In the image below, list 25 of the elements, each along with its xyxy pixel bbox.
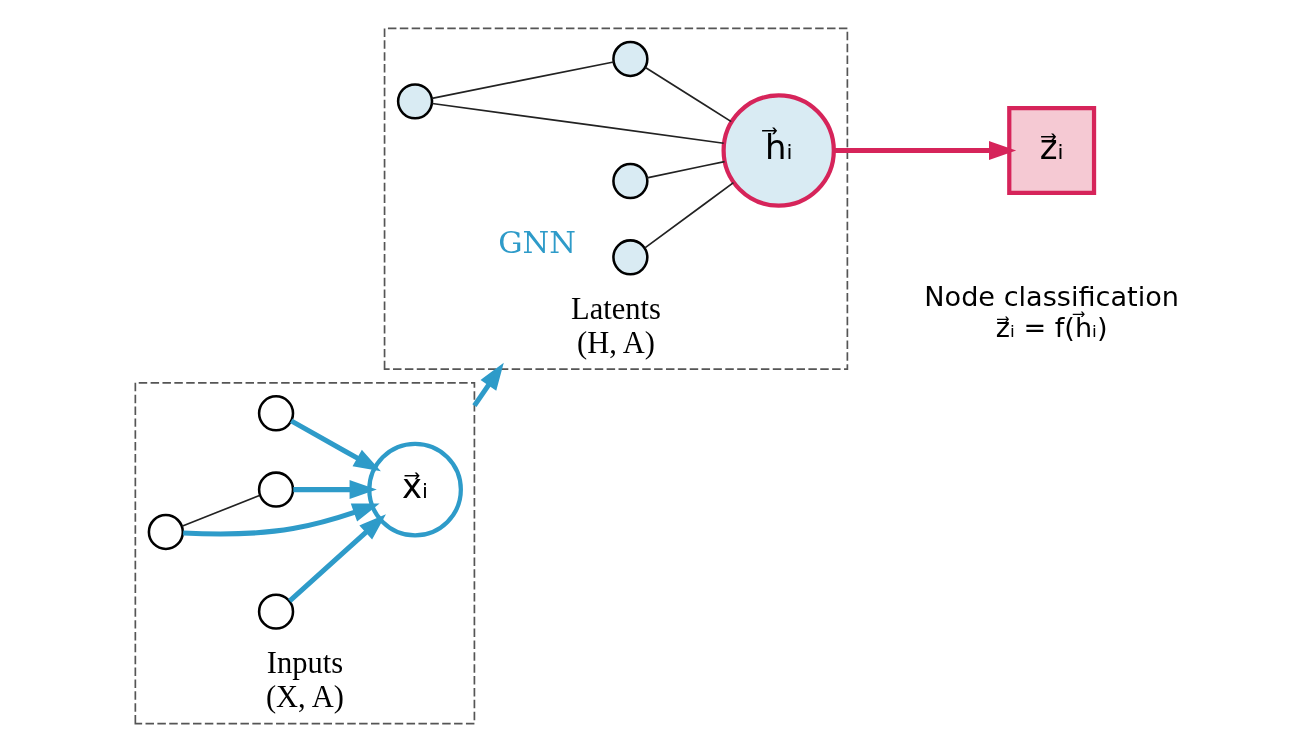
connector	[181, 494, 261, 528]
node-box: z⃗ᵢ	[1007, 106, 1097, 196]
node-circle	[612, 239, 649, 276]
connector	[646, 160, 726, 179]
node-circle	[396, 83, 434, 120]
node-circle: x⃗ᵢ	[367, 441, 463, 538]
node-label: z⃗ᵢ = f(h⃗ᵢ)	[995, 311, 1108, 343]
connector	[644, 181, 735, 249]
node-circle	[147, 513, 185, 551]
arrow	[183, 503, 380, 537]
node-circle: h⃗ᵢ	[721, 93, 836, 208]
arrow	[288, 514, 386, 603]
node-circle	[257, 395, 295, 432]
arrow	[472, 362, 504, 408]
node-circle	[257, 593, 295, 630]
arrow	[290, 418, 381, 472]
node-circle	[612, 40, 649, 78]
connector	[431, 61, 615, 100]
connector	[644, 66, 733, 123]
node-circle	[257, 471, 295, 508]
node-circle	[612, 162, 649, 200]
arrow	[834, 141, 1017, 161]
edge-label: GNN	[498, 224, 577, 260]
connector	[431, 102, 725, 145]
arrow	[293, 480, 377, 500]
